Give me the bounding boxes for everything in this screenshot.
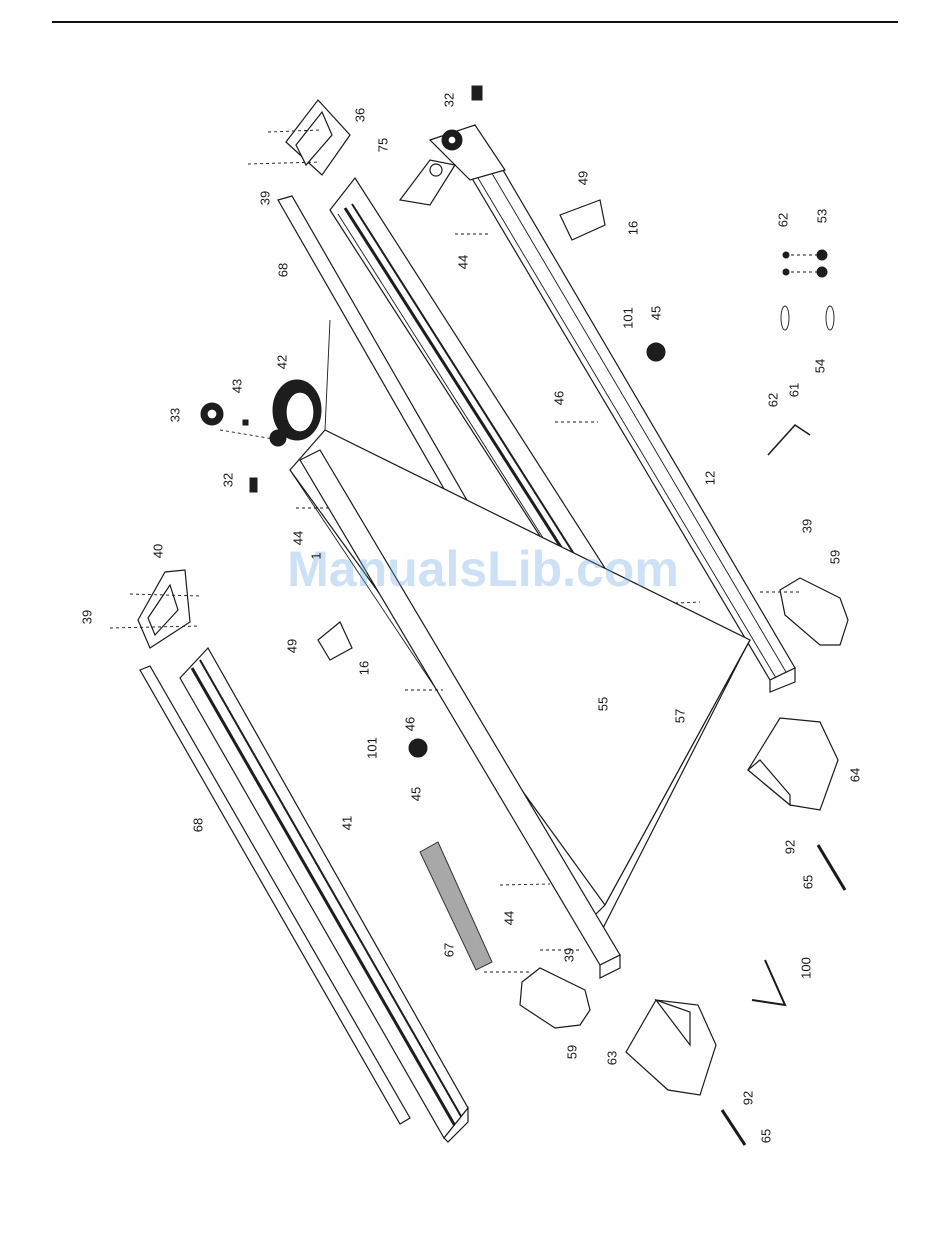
bracket-49-upper bbox=[560, 200, 605, 240]
part-label-p44b: 44 bbox=[291, 531, 306, 545]
part-label-p33: 33 bbox=[168, 408, 183, 422]
part-label-p32b: 32 bbox=[221, 473, 236, 487]
ties-54 bbox=[781, 306, 834, 330]
part-label-p65b: 65 bbox=[759, 1129, 774, 1143]
bolt-65-lower bbox=[722, 1110, 745, 1145]
part-label-p53: 53 bbox=[815, 209, 830, 223]
leveler-45-upper bbox=[647, 343, 665, 361]
clip-61 bbox=[768, 425, 810, 455]
part-label-p40: 40 bbox=[151, 544, 166, 558]
rear-foot-59-lower bbox=[520, 968, 590, 1028]
part-label-p49b: 49 bbox=[285, 639, 300, 653]
fasteners-53-62 bbox=[783, 250, 827, 277]
bracket-40 bbox=[138, 570, 190, 648]
part-label-p16a: 16 bbox=[626, 221, 641, 235]
motor-hood-63 bbox=[626, 1000, 716, 1095]
part-label-p45a: 45 bbox=[649, 306, 664, 320]
part-label-p62a: 62 bbox=[776, 213, 791, 227]
nut-43 bbox=[243, 420, 248, 425]
part-label-p46a: 46 bbox=[552, 391, 567, 405]
part-label-p42: 42 bbox=[275, 355, 290, 369]
part-label-p39b: 39 bbox=[800, 519, 815, 533]
part-label-p55: 55 bbox=[596, 697, 611, 711]
part-label-p16b: 16 bbox=[357, 661, 372, 675]
part-label-p49a: 49 bbox=[576, 171, 591, 185]
bracket-36 bbox=[286, 100, 350, 175]
part-label-p65a: 65 bbox=[801, 875, 816, 889]
part-label-p41: 41 bbox=[340, 816, 355, 830]
part-label-p59a: 59 bbox=[828, 550, 843, 564]
leveler-45-lower bbox=[409, 739, 427, 757]
part-label-p64: 64 bbox=[848, 768, 863, 782]
bracket-49-lower bbox=[318, 622, 352, 660]
part-label-p44c: 44 bbox=[502, 911, 517, 925]
front-roller-42 bbox=[270, 380, 321, 446]
rear-foot-59-upper bbox=[780, 578, 848, 645]
part-label-p75: 75 bbox=[376, 138, 391, 152]
part-label-p92a: 92 bbox=[783, 840, 798, 854]
bolt-32-upper bbox=[472, 86, 482, 100]
side-rail-41 bbox=[180, 648, 468, 1142]
part-label-p61: 61 bbox=[787, 383, 802, 397]
part-label-p36: 36 bbox=[353, 108, 368, 122]
part-label-p57: 57 bbox=[673, 709, 688, 723]
part-label-p39d: 39 bbox=[562, 948, 577, 962]
part-label-p39a: 39 bbox=[258, 191, 273, 205]
part-label-p32a: 32 bbox=[442, 93, 457, 107]
part-label-p43: 43 bbox=[230, 379, 245, 393]
part-label-p45b: 45 bbox=[409, 787, 424, 801]
part-label-p100: 100 bbox=[799, 957, 814, 979]
part-label-p46b: 46 bbox=[403, 717, 418, 731]
part-label-p68b: 68 bbox=[191, 818, 206, 832]
part-label-p92b: 92 bbox=[741, 1091, 756, 1105]
part-label-p54: 54 bbox=[813, 359, 828, 373]
part-label-p67: 67 bbox=[442, 943, 457, 957]
bolt-65-upper bbox=[818, 845, 845, 890]
walking-deck-55 bbox=[290, 320, 750, 930]
bolt-32-lower bbox=[250, 478, 257, 492]
part-label-p62b: 62 bbox=[766, 393, 781, 407]
part-label-p59b: 59 bbox=[565, 1045, 580, 1059]
wrench-100 bbox=[752, 960, 785, 1005]
part-label-p44a: 44 bbox=[456, 255, 471, 269]
part-label-p1: 1 bbox=[309, 552, 324, 559]
part-label-p101b: 101 bbox=[365, 737, 380, 759]
part-label-p39c: 39 bbox=[80, 610, 95, 624]
part-label-p63: 63 bbox=[605, 1051, 620, 1065]
part-label-p68a: 68 bbox=[276, 263, 291, 277]
motor-hood-64 bbox=[748, 718, 838, 810]
side-trim-68-lower bbox=[140, 666, 410, 1124]
part-label-p101a: 101 bbox=[621, 307, 636, 329]
part-label-p12: 12 bbox=[703, 471, 718, 485]
